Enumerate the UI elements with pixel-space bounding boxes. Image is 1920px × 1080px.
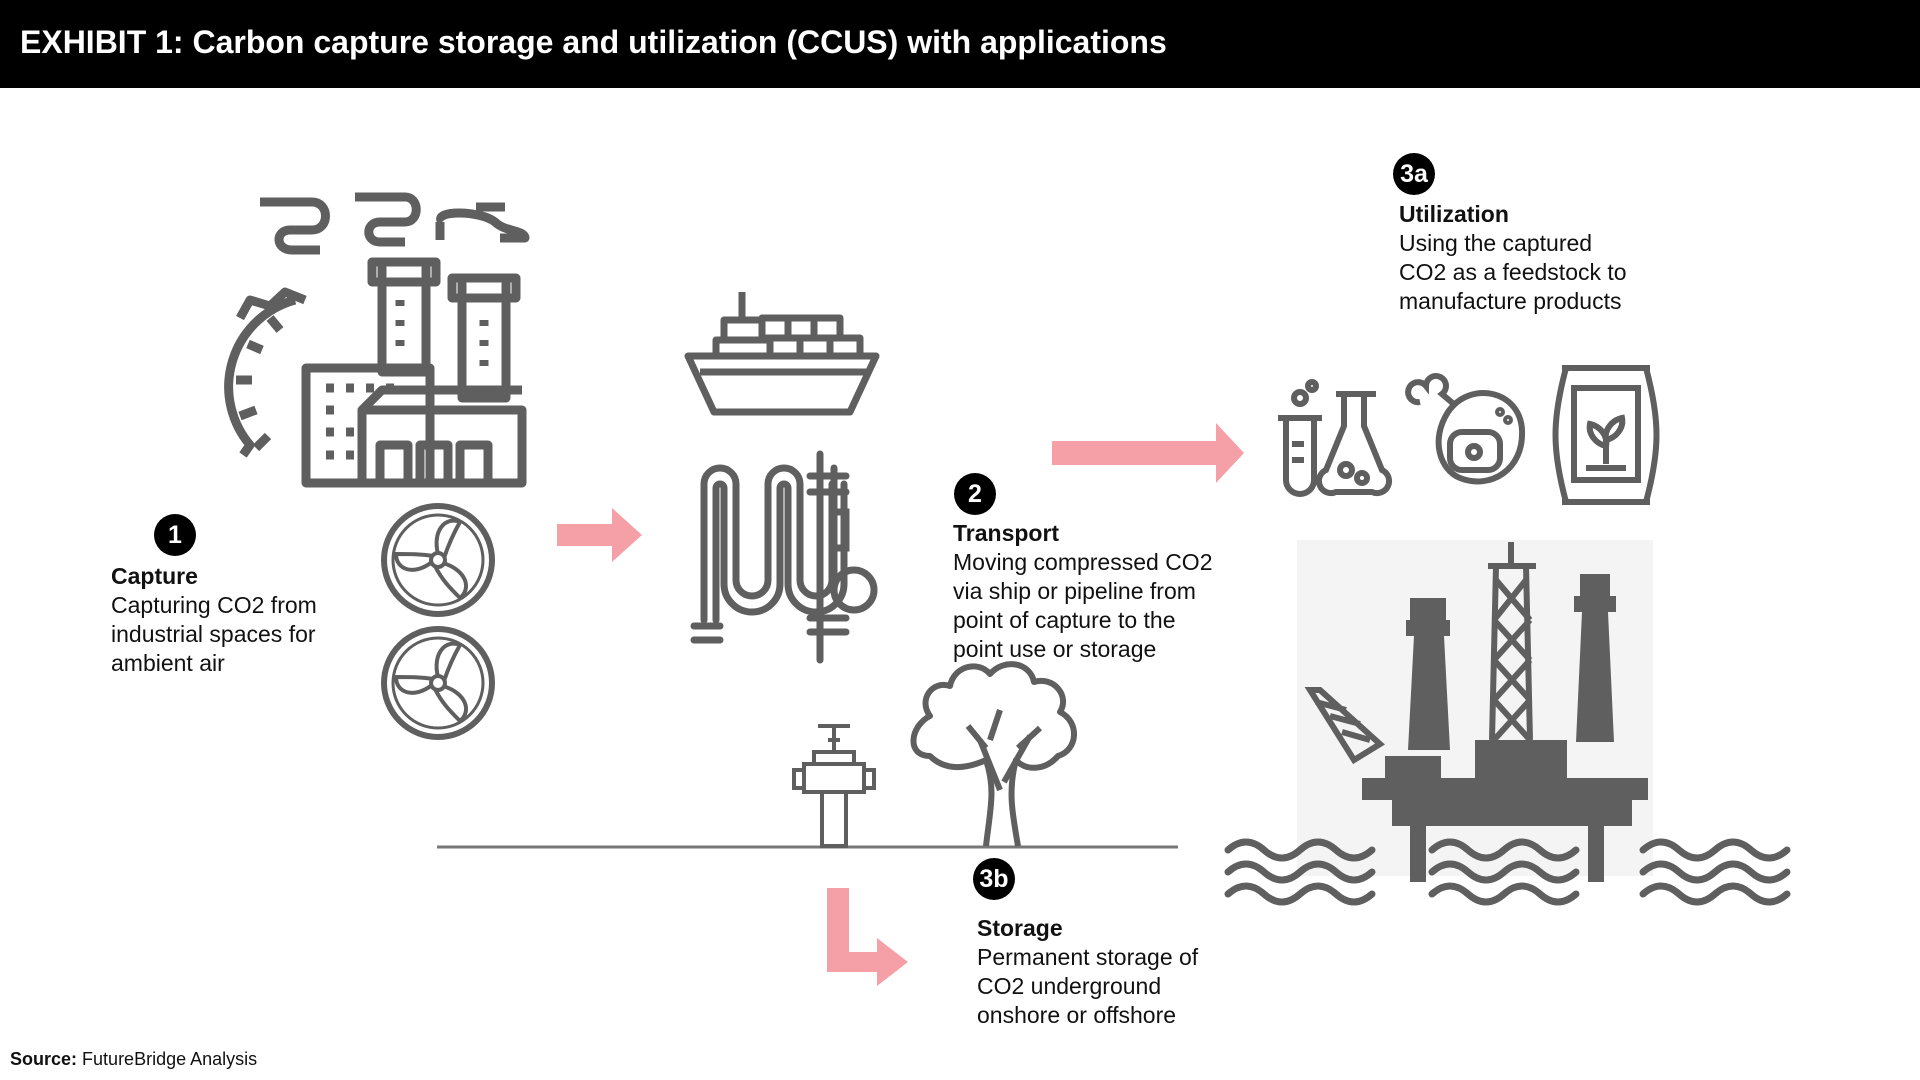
step-storage-title: Storage <box>977 915 1063 941</box>
waves-icon <box>1643 842 1787 902</box>
step-badge-utilization: 3a <box>1393 153 1435 195</box>
step-badge-storage: 3b <box>973 858 1015 900</box>
tree-icon <box>910 661 1077 847</box>
lab-flask-icon <box>1278 379 1393 497</box>
step-storage-description: Permanent storage of CO2 underground ons… <box>977 944 1199 1028</box>
step-transport: Transport Moving compressed CO2 via ship… <box>953 519 1253 664</box>
step-transport-description: Moving compressed CO2 via ship or pipeli… <box>953 549 1213 662</box>
arrow-capture-to-transport <box>557 508 642 562</box>
step-badge-capture: 1 <box>154 514 196 556</box>
step-capture: Capture Capturing CO2 from industrial sp… <box>111 562 371 678</box>
step-utilization: Utilization Using the captured CO2 as a … <box>1399 200 1679 316</box>
offshore-rig-icon <box>1297 540 1653 882</box>
meat-icon <box>1405 373 1526 485</box>
step-capture-title: Capture <box>111 563 198 589</box>
title-bar: EXHIBIT 1: Carbon capture storage and ut… <box>0 0 1920 88</box>
fertilizer-bag-icon <box>1552 365 1660 505</box>
step-storage: Storage Permanent storage of CO2 undergr… <box>977 914 1237 1030</box>
step-transport-title: Transport <box>953 520 1060 546</box>
factory-icon <box>224 192 530 488</box>
step-utilization-title: Utilization <box>1399 201 1509 227</box>
source-label: Source: <box>10 1049 78 1069</box>
valve-icon <box>792 724 876 848</box>
fan-icon <box>384 629 492 737</box>
ship-icon <box>684 292 880 416</box>
step-utilization-description: Using the captured CO2 as a feedstock to… <box>1399 230 1627 314</box>
source-text: FutureBridge Analysis <box>82 1049 258 1069</box>
step-badge-transport: 2 <box>954 473 996 515</box>
fan-icon <box>384 506 492 614</box>
pipeline-icon <box>690 450 878 664</box>
source-note: Source: FutureBridge Analysis <box>10 1049 257 1070</box>
exhibit-title: EXHIBIT 1: Carbon capture storage and ut… <box>20 24 1167 60</box>
arrow-transport-to-utilization <box>1052 423 1244 483</box>
step-capture-description: Capturing CO2 from industrial spaces for… <box>111 592 317 676</box>
arrow-to-storage <box>827 888 908 986</box>
